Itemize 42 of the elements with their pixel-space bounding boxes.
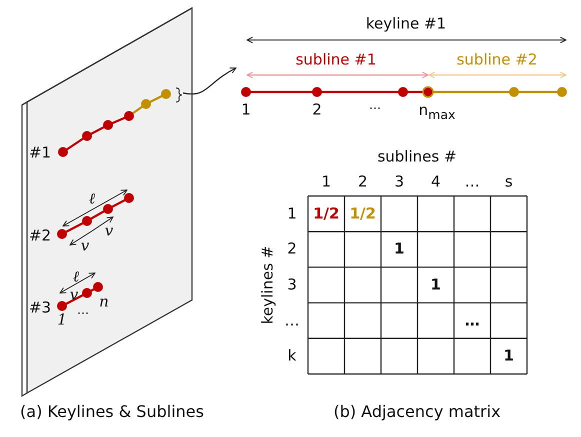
column-header: … [464, 174, 480, 190]
column-header: s [504, 174, 513, 190]
column-header: 4 [430, 174, 441, 190]
row-header: … [284, 313, 300, 328]
column-header: 1 [321, 174, 332, 190]
keyline-drawing [241, 72, 567, 98]
caption: (a) Keylines & Sublines [20, 404, 204, 420]
point-label: 2 [312, 102, 322, 118]
point-label: n$_{max}$ [418, 102, 456, 122]
row-header: 3 [287, 278, 297, 292]
curved-arrow [182, 67, 236, 95]
axis-title: sublines # [377, 150, 457, 164]
line-label: keyline #1 [366, 16, 446, 32]
row-header: k [288, 348, 296, 364]
ellipsis: … [369, 99, 381, 111]
matrix-value: 1 [504, 348, 514, 364]
row-header: 1 [287, 206, 297, 222]
matrix-value: 1 [394, 242, 404, 257]
keyline-label: #3 [28, 300, 52, 316]
dimension-label: v [70, 288, 78, 302]
matrix-value: … [464, 313, 480, 328]
matrix-value: 1/2 [350, 206, 376, 222]
line-label: subline #2 [456, 52, 538, 68]
row-header: 2 [287, 242, 297, 257]
dimension-label: v [80, 238, 90, 254]
brace-mark [176, 88, 182, 102]
dimension-label: ℓ [88, 192, 96, 206]
column-header: 2 [358, 174, 368, 190]
line-label: subline #1 [296, 52, 376, 68]
axis-title: keylines # [260, 246, 276, 324]
point-label: 1 [57, 312, 67, 328]
keyline-label: #2 [28, 228, 52, 244]
dimension-label: v [104, 224, 114, 238]
dimension-label: ℓ [72, 270, 80, 284]
matrix-value: 1/2 [313, 206, 340, 222]
point-label: 1 [241, 102, 251, 118]
keyline-label: #1 [28, 146, 52, 160]
matrix-value: 1 [430, 278, 441, 292]
column-header: 3 [394, 174, 404, 190]
ellipsis: … [77, 304, 89, 316]
point-label: n [99, 294, 109, 310]
caption: (b) Adjacency matrix [333, 404, 501, 420]
